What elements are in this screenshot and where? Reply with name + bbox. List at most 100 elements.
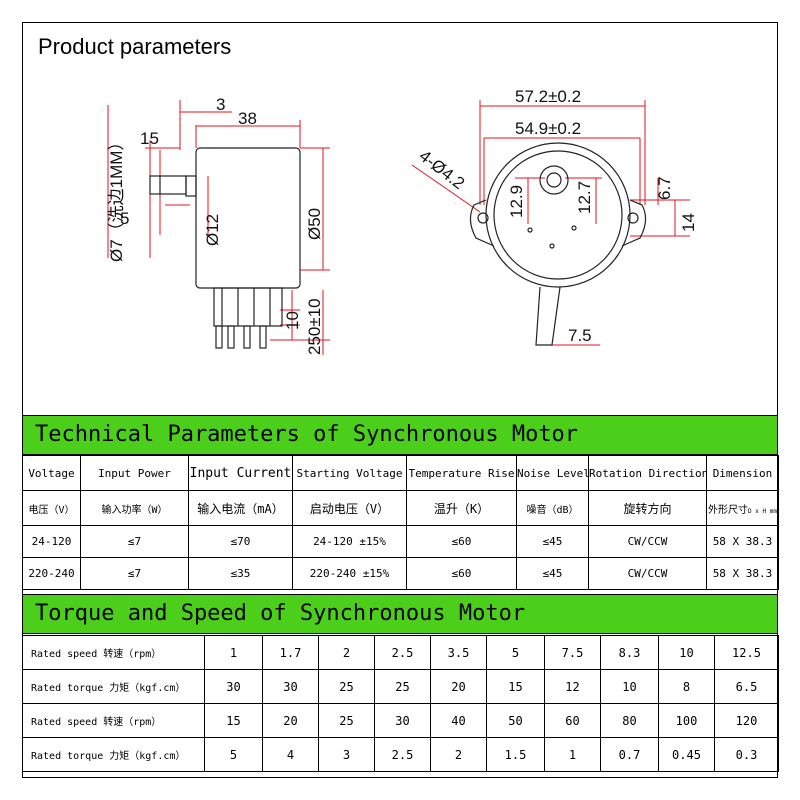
dim-15: 15 — [140, 129, 159, 148]
cell: 0.3 — [714, 737, 779, 772]
cell: 10 — [600, 669, 659, 704]
cell: 1 — [204, 635, 263, 670]
cell: 20 — [262, 703, 319, 738]
cell: CW/CCW — [588, 557, 707, 590]
row-label: Rated speed 转速（rpm） — [22, 635, 205, 670]
dim-phi12: Ø12 — [203, 214, 222, 246]
cell: 1.5 — [486, 737, 545, 772]
cell: ≤70 — [188, 525, 293, 558]
cell: ≤60 — [406, 525, 517, 558]
cell: 25 — [318, 669, 375, 704]
cell: 220-240 — [22, 557, 81, 590]
cell: 1 — [544, 737, 601, 772]
dim-phi7: Ø7（洗边1MM） — [107, 134, 126, 262]
dim-54-9: 54.9±0.2 — [515, 119, 581, 138]
cell: CW/CCW — [588, 525, 707, 558]
dim-10: 10 — [283, 311, 302, 330]
dim-6-7: 6.7 — [655, 176, 674, 200]
cell: 24-120 — [22, 525, 81, 558]
cell: 12.5 — [714, 635, 779, 670]
header-en: Starting Voltage — [292, 455, 407, 491]
torque-title-band: Torque and Speed of Synchronous Motor — [22, 594, 778, 634]
cell: 30 — [374, 703, 431, 738]
header-cn-dimension: 外形尺寸D x H mm — [706, 490, 779, 526]
cell: 30 — [262, 669, 319, 704]
header-en: Dimension — [706, 455, 779, 491]
cell: ≤7 — [80, 525, 189, 558]
cell: 15 — [204, 703, 263, 738]
cell: ≤45 — [516, 525, 589, 558]
cell: 7.5 — [544, 635, 601, 670]
page-frame — [22, 22, 778, 778]
cell: ≤7 — [80, 557, 189, 590]
dim-38: 38 — [238, 109, 257, 128]
row-label: Rated speed 转速（rpm） — [22, 703, 205, 738]
cell: 3 — [318, 737, 375, 772]
cell: 24-120 ±15% — [292, 525, 407, 558]
cell: 1.7 — [262, 635, 319, 670]
header-cn: 旋转方向 — [588, 490, 707, 526]
header-cn: 输入功率（W） — [80, 490, 189, 526]
dim-3: 3 — [216, 95, 225, 114]
header-en: Noise Level — [516, 455, 589, 491]
header-cn: 输入电流（mA） — [188, 490, 293, 526]
row-label: Rated torque 力矩（kgf.cm） — [22, 669, 205, 704]
dim-12-9: 12.9 — [507, 185, 526, 218]
cell: 2 — [430, 737, 487, 772]
dim-57-2: 57.2±0.2 — [515, 87, 581, 106]
dimension-subscript: D x H mm — [748, 507, 777, 515]
cell: 3.5 — [430, 635, 487, 670]
cell: 30 — [204, 669, 263, 704]
cell: 40 — [430, 703, 487, 738]
header-cn-dimension-label: 外形尺寸 — [708, 504, 749, 516]
technical-title-band: Technical Parameters of Synchronous Moto… — [22, 415, 778, 455]
dim-14: 14 — [679, 213, 698, 232]
technical-header-cn: 电压（V） 输入功率（W） 输入电流（mA） 启动电压（V） 温升（K） 噪音（… — [22, 490, 779, 526]
technical-row: 24-120 ≤7 ≤70 24-120 ±15% ≤60 ≤45 CW/CCW… — [22, 525, 779, 558]
cell: 0.45 — [658, 737, 715, 772]
dim-5: 5 — [120, 209, 129, 228]
cell: 4 — [262, 737, 319, 772]
cell: 25 — [318, 703, 375, 738]
header-en: Rotation Direction — [588, 455, 707, 491]
torque-row: Rated speed 转速（rpm） 1 1.7 2 2.5 3.5 5 7.… — [22, 635, 779, 670]
technical-row: 220-240 ≤7 ≤35 220-240 ±15% ≤60 ≤45 CW/C… — [22, 557, 779, 590]
header-en: Input Power — [80, 455, 189, 491]
dim-250: 250±10 — [305, 298, 324, 355]
cell: 220-240 ±15% — [292, 557, 407, 590]
cell: 80 — [600, 703, 659, 738]
torque-row: Rated torque 力矩（kgf.cm） 30 30 25 25 20 1… — [22, 669, 779, 704]
cell: 15 — [486, 669, 545, 704]
cell: 25 — [374, 669, 431, 704]
cell: 50 — [486, 703, 545, 738]
torque-row: Rated torque 力矩（kgf.cm） 5 4 3 2.5 2 1.5 … — [22, 737, 779, 772]
cell: 120 — [714, 703, 779, 738]
header-en: Input Current — [188, 455, 293, 491]
page-title: Product parameters — [38, 34, 232, 59]
row-label: Rated torque 力矩（kgf.cm） — [22, 737, 205, 772]
cell: ≤60 — [406, 557, 517, 590]
dim-12-7: 12.7 — [575, 181, 594, 214]
cell: 12 — [544, 669, 601, 704]
header-cn: 噪音（dB） — [516, 490, 589, 526]
cell: 5 — [204, 737, 263, 772]
header-cn: 启动电压（V） — [292, 490, 407, 526]
cell: 5 — [486, 635, 545, 670]
cell: 58 X 38.3 — [706, 525, 779, 558]
cell: ≤35 — [188, 557, 293, 590]
torque-row: Rated speed 转速（rpm） 15 20 25 30 40 50 60… — [22, 703, 779, 738]
cell: 0.7 — [600, 737, 659, 772]
cell: 58 X 38.3 — [706, 557, 779, 590]
cell: 100 — [658, 703, 715, 738]
header-en: Temperature Rise — [406, 455, 517, 491]
technical-table: Voltage Input Power Input Current Starti… — [22, 455, 779, 590]
cell: 8 — [658, 669, 715, 704]
header-cn: 电压（V） — [22, 490, 81, 526]
dim-phi50: Ø50 — [305, 208, 324, 240]
motor-drawing: 3 38 15 5 Ø7（洗边1MM） Ø12 Ø50 10 250±10 57… — [107, 87, 698, 355]
dim-7-5: 7.5 — [568, 326, 592, 345]
cell: 8.3 — [600, 635, 659, 670]
header-en: Voltage — [22, 455, 81, 491]
cell: 2.5 — [374, 635, 431, 670]
technical-header-en: Voltage Input Power Input Current Starti… — [22, 455, 779, 491]
